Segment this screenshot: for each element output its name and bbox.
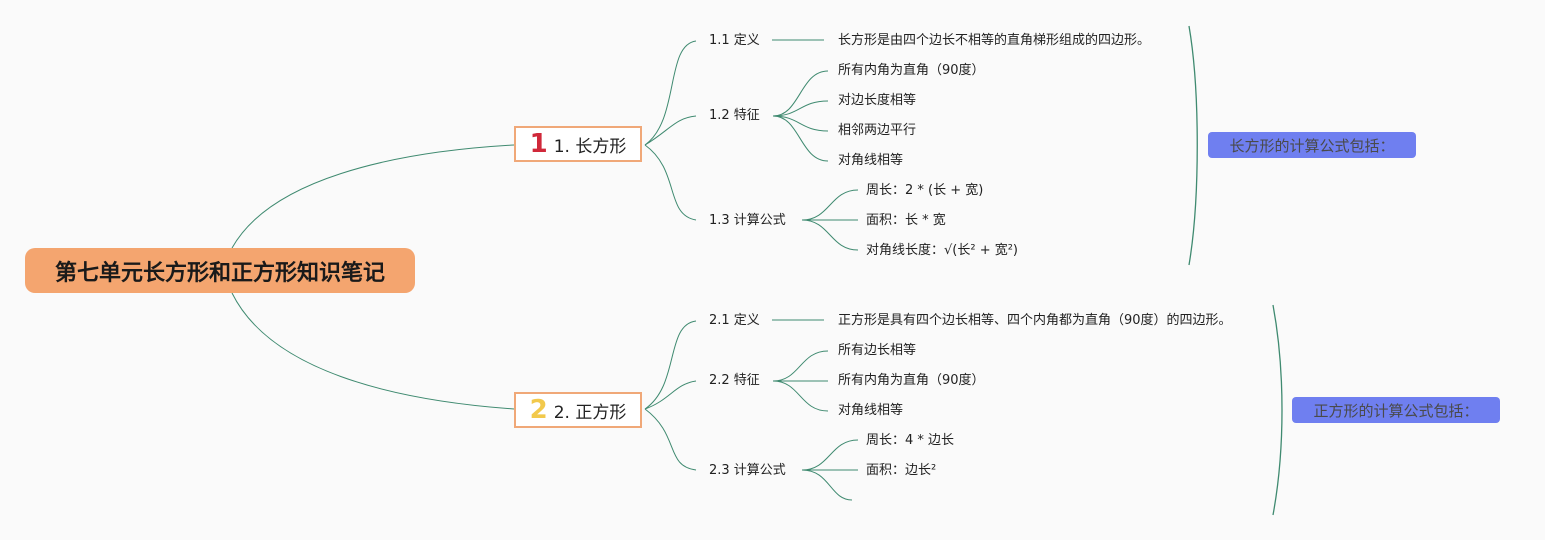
connector-b2-s3 <box>644 408 697 471</box>
connector-2-3-leaf1 <box>801 439 859 471</box>
leaf-1-2-feature[interactable]: 对角线相等 <box>838 153 904 168</box>
leaf-2-2-feature[interactable]: 所有边长相等 <box>838 343 917 358</box>
subtopic-1-1[interactable]: 1.1 定义 <box>709 33 760 48</box>
subtopic-1-3[interactable]: 1.3 计算公式 <box>709 213 786 228</box>
connector-2-2-leaf1 <box>772 350 829 382</box>
leaf-1-1-definition[interactable]: 长方形是由四个边长不相等的直角梯形组成的四边形。 <box>838 33 1151 48</box>
number-two-icon: 2 <box>529 395 548 425</box>
connector-1-3-leaf1 <box>801 189 859 221</box>
subtopic-2-3[interactable]: 2.3 计算公式 <box>709 463 786 478</box>
connector-b2-s1 <box>644 320 697 410</box>
leaf-1-2-feature[interactable]: 对边长度相等 <box>838 93 917 108</box>
connector-1-2-leaf3 <box>772 115 829 132</box>
number-one-icon: 1 <box>529 129 548 159</box>
leaf-1-3-formula[interactable]: 对角线长度：√(长² + 宽²) <box>866 243 1019 258</box>
leaf-2-2-feature[interactable]: 对角线相等 <box>838 403 904 418</box>
summary-rectangle-label: 长方形的计算公式包括： <box>1229 136 1395 155</box>
leaf-2-2-feature[interactable]: 所有内角为直角（90度） <box>838 373 985 388</box>
leaf-1-3-formula[interactable]: 面积：长 * 宽 <box>866 213 946 228</box>
connector-b1-s3 <box>644 144 697 221</box>
leaf-1-2-feature[interactable]: 所有内角为直角（90度） <box>838 63 985 78</box>
connector-2-2-leaf3 <box>772 380 829 412</box>
summary-rectangle-formulas[interactable]: 长方形的计算公式包括： <box>1208 132 1416 158</box>
connector-root-branch2 <box>231 292 515 410</box>
central-topic[interactable]: 第七单元长方形和正方形知识笔记 <box>25 248 415 293</box>
central-topic-label: 第七单元长方形和正方形知识笔记 <box>54 260 385 286</box>
leaf-2-3-formula[interactable]: 周长：4 * 边长 <box>866 433 955 448</box>
connector-1-3-leaf3 <box>801 219 859 251</box>
summary-brace-2 <box>1272 304 1283 516</box>
branch-rectangle[interactable]: 1 1. 长方形 <box>514 126 642 162</box>
subtopic-2-2[interactable]: 2.2 特征 <box>709 373 760 388</box>
branch-rectangle-label: 1. 长方形 <box>553 136 627 157</box>
summary-square-label: 正方形的计算公式包括： <box>1313 401 1479 420</box>
summary-square-formulas[interactable]: 正方形的计算公式包括： <box>1292 397 1500 423</box>
subtopic-1-2[interactable]: 1.2 特征 <box>709 108 760 123</box>
connector-1-2-leaf4 <box>772 115 829 162</box>
connector-b1-s1 <box>644 40 697 146</box>
connector-b1-s2 <box>644 115 697 146</box>
connector-2-3-leaf3 <box>801 469 853 501</box>
connector-1-2-leaf1 <box>772 70 829 117</box>
leaf-1-3-formula[interactable]: 周长：2 * (长 + 宽) <box>866 183 984 198</box>
leaf-2-1-definition[interactable]: 正方形是具有四个边长相等、四个内角都为直角（90度）的四边形。 <box>838 313 1232 328</box>
branch-square-label: 2. 正方形 <box>553 402 627 423</box>
connector-b2-s2 <box>644 380 697 410</box>
connector-root-branch1 <box>231 144 515 249</box>
branch-square[interactable]: 2 2. 正方形 <box>514 392 642 428</box>
subtopic-2-1[interactable]: 2.1 定义 <box>709 313 760 328</box>
leaf-2-3-formula[interactable]: 面积：边长² <box>866 463 937 478</box>
summary-brace-1 <box>1188 25 1198 266</box>
leaf-1-2-feature[interactable]: 相邻两边平行 <box>838 123 917 138</box>
connector-1-2-leaf2 <box>772 100 829 117</box>
